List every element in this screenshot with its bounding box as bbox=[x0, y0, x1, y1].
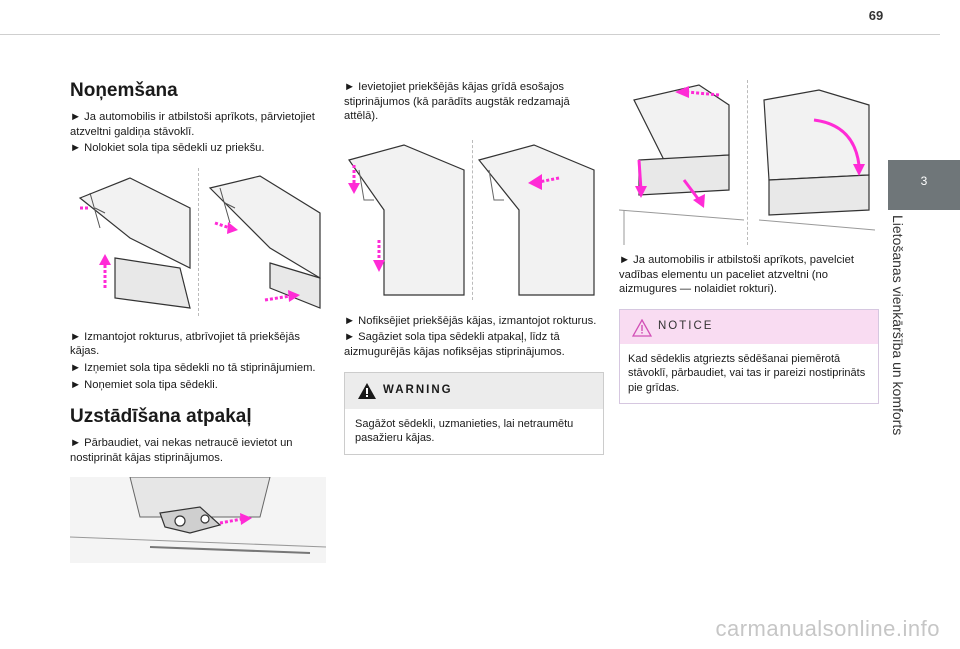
seat-legs-icon bbox=[348, 144, 595, 296]
page-number: 69 bbox=[868, 8, 884, 23]
step-text: ► Izmantojot rokturus, atbrīvojiet tā pr… bbox=[70, 330, 300, 358]
warning-label: WARNING bbox=[383, 383, 453, 396]
chapter-title-text: Lietošanas vienkāršība un komforts bbox=[890, 215, 906, 436]
notice-header: NOTICE bbox=[620, 309, 878, 344]
notice-icon bbox=[632, 318, 652, 337]
warning-header: WARNING bbox=[345, 372, 603, 409]
chapter-title: Lietošanas vienkāršība un komforts bbox=[890, 215, 916, 435]
column-1: Noņemšana ► Ja automobilis ir atbilstoši… bbox=[70, 80, 330, 564]
seat-fold-icon bbox=[78, 175, 321, 309]
watermark: carmanualsonline.info bbox=[715, 616, 940, 641]
notice-text: Kad sēdeklis atgriezts sēdēšanai piemēro… bbox=[628, 352, 866, 394]
step-text: ► Pārbaudiet, vai nekas netraucē ievieto… bbox=[70, 437, 293, 464]
chapter-tab[interactable]: 3 bbox=[888, 160, 960, 210]
warning-icon bbox=[358, 382, 376, 399]
step-text: ► Noņemiet sola tipa sēdekli. bbox=[70, 378, 218, 391]
column-2: ► Ievietojiet priekšējās kājas grīdā eso… bbox=[344, 80, 604, 455]
step-text: ► Ja automobilis ir atbilstoši aprīkots,… bbox=[70, 111, 315, 138]
notice-label: NOTICE bbox=[658, 319, 714, 332]
step-text: ► Nolokiet sola tipa sēdekli uz priekšu. bbox=[70, 142, 265, 155]
heading-refit: Uzstādīšana atpakaļ bbox=[70, 406, 252, 428]
illustration-fold-seat bbox=[70, 167, 326, 316]
illustration-floor-anchor bbox=[70, 477, 326, 564]
heading-removal: Noņemšana bbox=[70, 80, 178, 101]
warning-box: WARNING Sagāžot sēdekli, uzmanieties, la… bbox=[344, 371, 604, 455]
chapter-number: 3 bbox=[920, 174, 928, 188]
backrest-raise-icon bbox=[619, 84, 875, 245]
step-text: ► Sagāziet sola tipa sēdekli atpakaļ, lī… bbox=[344, 331, 565, 358]
step-text: ► Ievietojiet priekšējās kājas grīdā eso… bbox=[344, 81, 570, 123]
header-rule bbox=[0, 34, 940, 35]
floor-anchor-icon bbox=[70, 477, 326, 564]
step-text: ► Ja automobilis ir atbilstoši aprīkots,… bbox=[619, 254, 854, 296]
column-3: ► Ja automobilis ir atbilstoši aprīkots,… bbox=[619, 80, 879, 405]
warning-text: Sagāžot sēdekli, uzmanieties, lai netrau… bbox=[355, 417, 574, 445]
illustration-raise-backrest bbox=[619, 80, 875, 245]
illustration-insert-legs bbox=[344, 139, 600, 300]
notice-box: NOTICE Kad sēdeklis atgriezts sēdēšanai … bbox=[619, 308, 879, 405]
step-text: ► Nofiksējiet priekšējās kājas, izmantoj… bbox=[344, 314, 597, 327]
step-text: ► Izņemiet sola tipa sēdekli no tā stipr… bbox=[70, 361, 316, 374]
